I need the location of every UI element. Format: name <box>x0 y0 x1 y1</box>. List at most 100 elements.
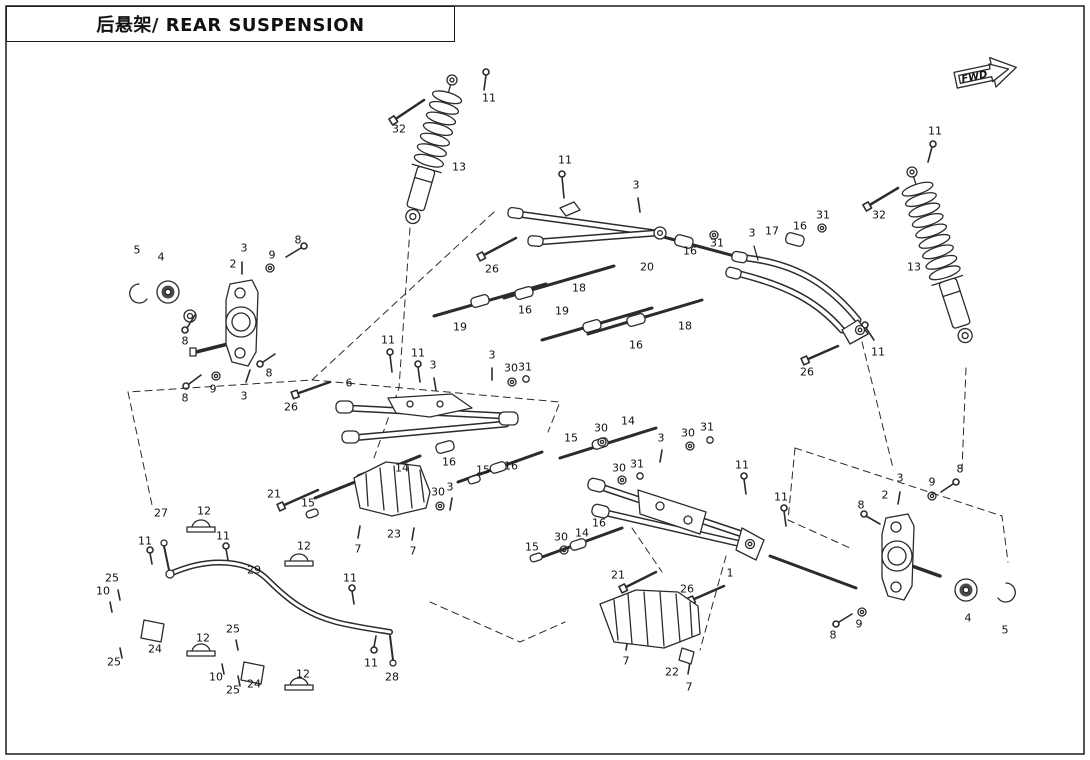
callout-6: 6 <box>345 376 353 390</box>
callout-10: 10 <box>209 670 223 684</box>
callout-3: 3 <box>446 480 454 494</box>
callout-16: 16 <box>793 219 807 233</box>
callout-12: 12 <box>296 667 310 681</box>
callout-8: 8 <box>294 233 302 247</box>
callout-26: 26 <box>284 400 298 414</box>
callout-3: 3 <box>488 348 496 362</box>
lower-arm-left <box>335 393 519 444</box>
bar-brackets <box>140 619 265 685</box>
callout-27: 27 <box>154 506 168 520</box>
callout-11: 11 <box>871 345 885 359</box>
callout-3: 3 <box>429 358 437 372</box>
callout-12: 12 <box>197 504 211 518</box>
fwd-arrow: FWD <box>953 57 1017 89</box>
callout-18: 18 <box>572 281 586 295</box>
callout-2: 2 <box>229 257 237 271</box>
callout-28: 28 <box>385 670 399 684</box>
skid-guard-right <box>599 589 701 665</box>
callout-11: 11 <box>482 91 496 105</box>
callout-25: 25 <box>107 655 121 669</box>
bar-clamps <box>186 519 314 691</box>
callout-30: 30 <box>594 421 608 435</box>
callout-3: 3 <box>240 241 248 255</box>
callout-5: 5 <box>133 243 141 257</box>
border-frame <box>5 5 1085 755</box>
callout-29: 29 <box>247 563 261 577</box>
callout-8: 8 <box>829 628 837 642</box>
end-link-right <box>389 635 394 661</box>
callout-5: 5 <box>1001 623 1009 637</box>
callout-3: 3 <box>632 178 640 192</box>
callout-14: 14 <box>395 461 409 475</box>
callout-11: 11 <box>928 124 942 138</box>
callout-31: 31 <box>816 208 830 222</box>
callout-2: 2 <box>881 488 889 502</box>
callout-19: 19 <box>555 304 569 318</box>
trailing-arm-right <box>725 245 869 345</box>
callout-11: 11 <box>735 458 749 472</box>
knuckle-right <box>881 513 1016 603</box>
callout-4: 4 <box>964 611 972 625</box>
callout-15: 15 <box>301 496 315 510</box>
callout-26: 26 <box>485 262 499 276</box>
callout-3: 3 <box>240 389 248 403</box>
callout-25: 25 <box>226 683 240 697</box>
fwd-arrow-label: FWD <box>961 69 989 85</box>
callout-7: 7 <box>622 654 630 668</box>
skid-guard-left <box>353 461 431 517</box>
callout-23: 23 <box>387 527 401 541</box>
callout-1: 1 <box>726 566 734 580</box>
callout-13: 13 <box>452 160 466 174</box>
callout-30: 30 <box>504 361 518 375</box>
callout-22: 22 <box>665 665 679 679</box>
callout-3: 3 <box>748 226 756 240</box>
callout-7: 7 <box>409 544 417 558</box>
callout-8: 8 <box>181 334 189 348</box>
callout-11: 11 <box>558 153 572 167</box>
callout-30: 30 <box>554 530 568 544</box>
callout-17: 17 <box>765 224 779 238</box>
callout-25: 25 <box>226 622 240 636</box>
callout-11: 11 <box>343 571 357 585</box>
callout-26: 26 <box>800 365 814 379</box>
callout-18: 18 <box>678 319 692 333</box>
callout-3: 3 <box>657 431 665 445</box>
snap-ring-right <box>997 582 1016 603</box>
callout-21: 21 <box>267 487 281 501</box>
callout-3: 3 <box>896 471 904 485</box>
shock-absorber-center <box>405 74 463 225</box>
link-rods <box>183 223 942 617</box>
callout-13: 13 <box>907 260 921 274</box>
title-box: 后悬架/ REAR SUSPENSION <box>6 6 455 42</box>
callout-9: 9 <box>209 382 217 396</box>
callout-9: 9 <box>855 617 863 631</box>
callout-15: 15 <box>525 540 539 554</box>
lower-arm-right <box>587 477 765 561</box>
callout-20: 20 <box>640 260 654 274</box>
callout-24: 24 <box>148 642 162 656</box>
callout-30: 30 <box>681 426 695 440</box>
callout-11: 11 <box>774 490 788 504</box>
callout-12: 12 <box>196 631 210 645</box>
callout-16: 16 <box>518 303 532 317</box>
callout-11: 11 <box>216 529 230 543</box>
callout-11: 11 <box>411 346 425 360</box>
callout-30: 30 <box>612 461 626 475</box>
callout-14: 14 <box>621 414 635 428</box>
callout-32: 32 <box>872 208 886 222</box>
callout-7: 7 <box>685 680 693 694</box>
callout-12: 12 <box>297 539 311 553</box>
callout-11: 11 <box>138 534 152 548</box>
callout-9: 9 <box>928 475 936 489</box>
page-title: 后悬架/ REAR SUSPENSION <box>96 15 365 36</box>
callout-31: 31 <box>700 420 714 434</box>
end-link-left <box>163 545 170 571</box>
callout-19: 19 <box>453 320 467 334</box>
callout-31: 31 <box>710 236 724 250</box>
callout-7: 7 <box>354 542 362 556</box>
callout-15: 15 <box>476 463 490 477</box>
callout-32: 32 <box>392 122 406 136</box>
